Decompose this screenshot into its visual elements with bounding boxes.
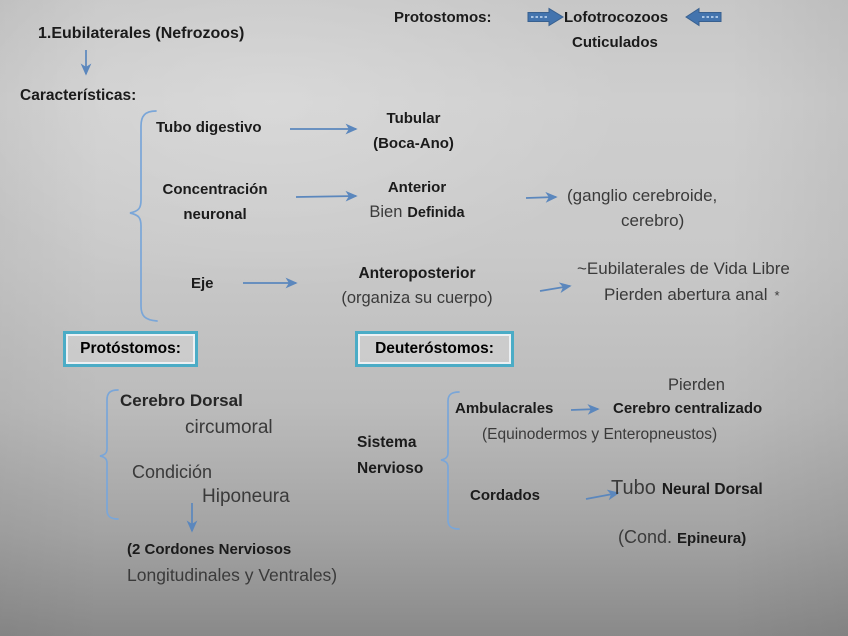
lofotrocozoos-label: Lofotrocozoos (564, 9, 669, 26)
cond-epineura-label: (Cond.Epineura) (618, 527, 746, 548)
circumoral-label: circumoral (185, 417, 273, 438)
ambulacrales-label: Ambulacrales (455, 400, 554, 417)
pierden-label: Pierden (668, 376, 725, 394)
protostome-bracket (99, 389, 119, 520)
cerebro-dorsal-label: Cerebro Dorsal (120, 391, 243, 410)
cuticulados-label: Cuticulados (572, 34, 658, 51)
protostomos-box: Protóstomos: (63, 331, 198, 367)
bien-text: Bien (369, 203, 403, 221)
tubo-digestivo-label: Tubo digestivo (156, 119, 262, 136)
tubo-neural-dorsal-label: Tubo Neural Dorsal (611, 477, 763, 500)
page-title: 1.Eubilaterales (Nefrozoos) (38, 25, 245, 42)
condicion-label: Condición (132, 462, 213, 482)
arrow-concentracion (295, 190, 358, 202)
tubular-label: Tubular (386, 110, 441, 127)
neuronal-label: neuronal (183, 206, 247, 223)
cordones-line2: Longitudinales y Ventrales) (127, 565, 338, 585)
vida-libre-text: Pierden abertura anal (604, 285, 768, 304)
cordados-label: Cordados (470, 487, 541, 504)
cond-text: (Cond. (618, 527, 673, 547)
neural-dorsal-text: Neural Dorsal (661, 481, 763, 498)
definida-text: Definida (407, 205, 465, 221)
epineura-text: Epineura) (677, 530, 747, 547)
arrow-vida-libre (539, 282, 572, 294)
arrow-ganglio (525, 191, 558, 203)
block-arrow-left-icon (685, 7, 722, 27)
hiponeura-label: Hiponeura (202, 486, 290, 507)
cerebro-centralizado-label: Cerebro centralizado (613, 400, 763, 417)
nervioso-label: Nervioso (357, 460, 424, 477)
vida-libre-line2: Pierden abertura anal * (604, 285, 780, 305)
tubo-text: Tubo (611, 477, 656, 499)
protostomos-top-label: Protostomos: (394, 9, 492, 26)
deuterostomos-box-label: Deuteróstomos: (375, 340, 494, 357)
concentracion-label: Concentración (162, 181, 268, 198)
deuterostomos-box: Deuteróstomos: (355, 331, 514, 367)
ganglio-line1: (ganglio cerebroide, (567, 186, 718, 205)
asterisk-mark: * (774, 288, 780, 303)
boca-ano-label: (Boca-Ano) (373, 135, 454, 152)
ganglio-line2: cerebro) (621, 211, 685, 230)
cordones-line1: (2 Cordones Nerviosos (127, 541, 292, 558)
equinodermos-label: (Equinodermos y Enteropneustos) (482, 426, 718, 443)
anteroposterior-label: Anteroposterior (358, 265, 476, 282)
protostomos-box-label: Protóstomos: (80, 340, 181, 357)
vida-libre-line1: ~Eubilaterales de Vida Libre (577, 259, 790, 278)
anterior-label: Anterior (387, 179, 447, 196)
block-arrow-right-icon (527, 7, 564, 27)
organiza-label: (organiza su cuerpo) (341, 289, 493, 307)
arrow-ambulacrales (570, 404, 600, 415)
eje-label: Eje (191, 275, 214, 292)
sistema-label: Sistema (357, 434, 417, 451)
caracteristicas-label: Características: (20, 87, 137, 104)
